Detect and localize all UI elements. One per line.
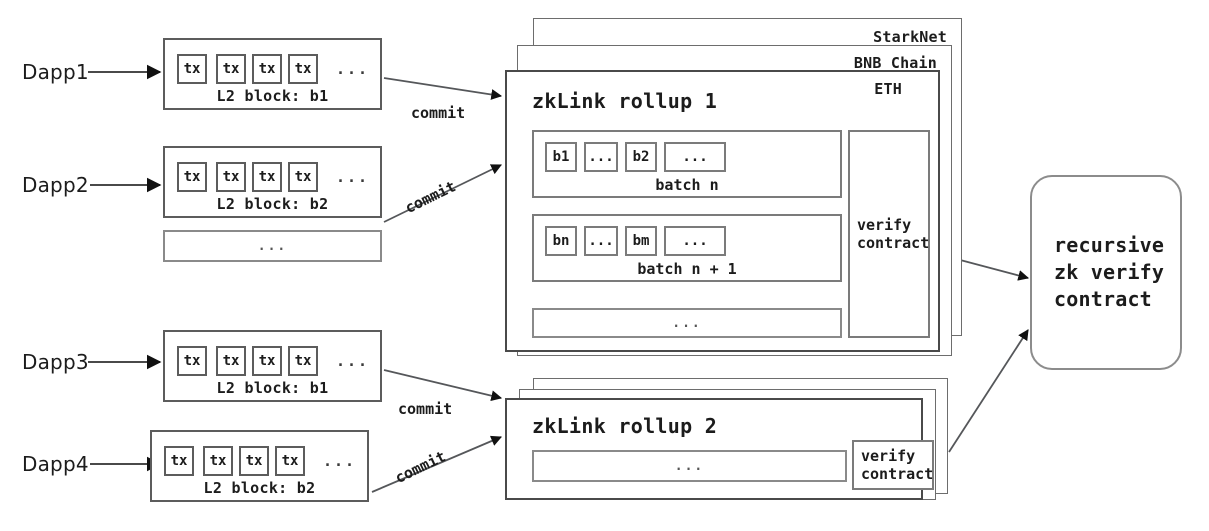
tx-box: tx bbox=[177, 162, 207, 192]
tx-box: tx bbox=[275, 446, 305, 476]
zklink-rollup-1-card[interactable]: zkLink rollup 1 ETH b1 ... b2 ... batch … bbox=[505, 70, 940, 352]
verify-contract-label: verify contract bbox=[861, 446, 934, 483]
batch-cell: ... bbox=[664, 226, 726, 256]
tx-overflow-dots: ... bbox=[336, 351, 370, 370]
commit-label-1: commit bbox=[411, 104, 466, 122]
tx-box: tx bbox=[216, 346, 246, 376]
rollup-1-title: zkLink rollup 1 bbox=[532, 89, 718, 113]
arrow-commit-3 bbox=[383, 369, 503, 401]
placeholder-dots: ... bbox=[672, 315, 702, 331]
commit-label-2: commit bbox=[402, 177, 459, 218]
batch-cell: b2 bbox=[625, 142, 657, 172]
tx-box: tx bbox=[177, 346, 207, 376]
batch-cell: ... bbox=[584, 142, 618, 172]
batch-caption: batch n + 1 bbox=[637, 260, 737, 278]
dapp-label-4: Dapp4 bbox=[22, 452, 89, 476]
batch-placeholder-card: ... bbox=[532, 308, 842, 338]
tx-overflow-dots: ... bbox=[336, 167, 370, 186]
l2-block-placeholder-card: ... bbox=[163, 230, 382, 262]
rollup-2-placeholder-card: ... bbox=[532, 450, 847, 482]
tx-box: tx bbox=[216, 162, 246, 192]
tx-box: tx bbox=[239, 446, 269, 476]
batch-cell: ... bbox=[664, 142, 726, 172]
verify-contract-rollup-2[interactable]: verify contract bbox=[852, 440, 934, 490]
verify-contract-rollup-1[interactable]: verify contract bbox=[848, 130, 930, 338]
batch-cell: bn bbox=[545, 226, 577, 256]
tx-box: tx bbox=[252, 54, 282, 84]
tx-box: tx bbox=[252, 162, 282, 192]
dapp-label-3: Dapp3 bbox=[22, 350, 89, 374]
batch-card-n-plus-1[interactable]: bn ... bm ... batch n + 1 bbox=[532, 214, 842, 282]
l2-block-caption: L2 block: b1 bbox=[216, 379, 329, 397]
l2-block-caption: L2 block: b2 bbox=[216, 195, 329, 213]
tx-box: tx bbox=[252, 346, 282, 376]
l2-block-caption: L2 block: b2 bbox=[203, 479, 316, 497]
batch-caption: batch n bbox=[655, 176, 719, 194]
commit-label-4: commit bbox=[392, 447, 449, 488]
tx-box: tx bbox=[288, 346, 318, 376]
tx-box: tx bbox=[216, 54, 246, 84]
placeholder-dots: ... bbox=[674, 458, 705, 474]
dapp-label-2: Dapp2 bbox=[22, 173, 89, 197]
batch-cell: ... bbox=[584, 226, 618, 256]
dapp-label-1: Dapp1 bbox=[22, 60, 89, 84]
chain-layer-label: BNB Chain bbox=[853, 54, 937, 72]
l2-block-card-2: tx tx tx tx ... L2 block: b2 bbox=[163, 146, 382, 218]
batch-card-n[interactable]: b1 ... b2 ... batch n bbox=[532, 130, 842, 198]
arrow-verify2-to-recursive bbox=[948, 329, 1029, 453]
tx-box: tx bbox=[288, 162, 318, 192]
l2-block-card-3: tx tx tx tx ... L2 block: b1 bbox=[163, 330, 382, 402]
recursive-contract-label: recursive zk verify contract bbox=[1054, 233, 1165, 311]
chain-layer-label: ETH bbox=[874, 80, 902, 98]
batch-cell: b1 bbox=[545, 142, 577, 172]
arrow-commit-1 bbox=[383, 77, 503, 100]
tx-box: tx bbox=[164, 446, 194, 476]
tx-overflow-dots: ... bbox=[336, 59, 370, 78]
chain-layer-label: StarkNet bbox=[873, 28, 947, 46]
zklink-rollup-2-card[interactable]: zkLink rollup 2 ... verify contract bbox=[505, 398, 934, 500]
batch-cell: bm bbox=[625, 226, 657, 256]
verify-contract-label: verify contract bbox=[857, 215, 930, 252]
tx-box: tx bbox=[177, 54, 207, 84]
l2-block-card-1: tx tx tx tx ... L2 block: b1 bbox=[163, 38, 382, 110]
l2-block-card-4: tx tx tx tx ... L2 block: b2 bbox=[150, 430, 369, 502]
placeholder-dots: ... bbox=[257, 238, 288, 254]
commit-label-3: commit bbox=[398, 400, 453, 418]
l2-block-caption: L2 block: b1 bbox=[216, 87, 329, 105]
recursive-zk-verify-contract[interactable]: recursive zk verify contract bbox=[1030, 175, 1182, 370]
tx-box: tx bbox=[203, 446, 233, 476]
tx-box: tx bbox=[288, 54, 318, 84]
tx-overflow-dots: ... bbox=[323, 451, 357, 470]
rollup-2-title: zkLink rollup 2 bbox=[532, 414, 718, 438]
